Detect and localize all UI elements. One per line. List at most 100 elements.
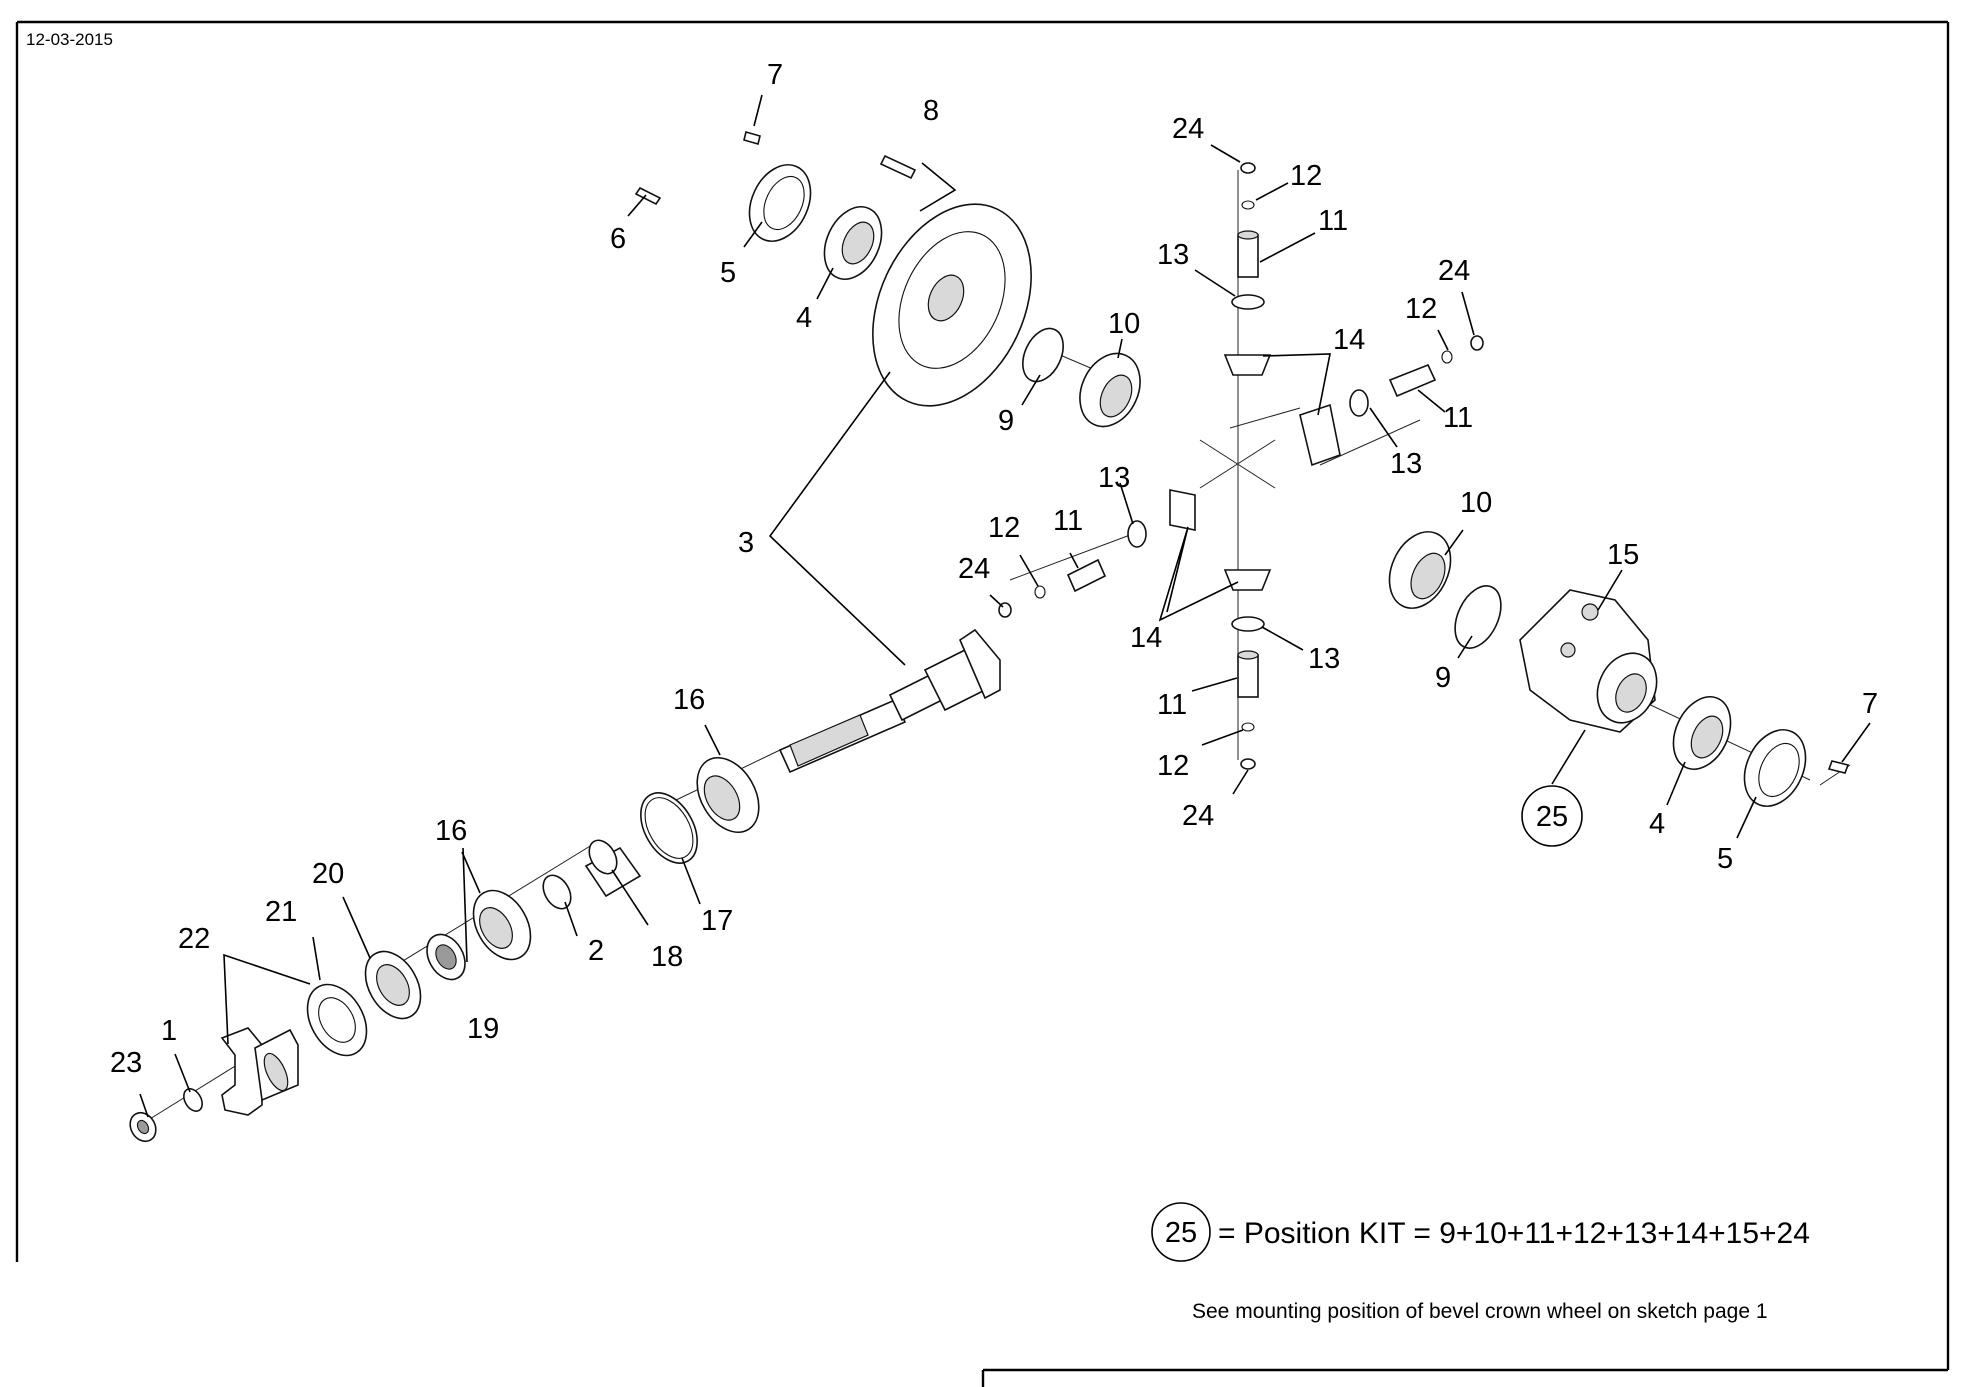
part-6-screw	[634, 186, 662, 206]
part-4-taper-bearing-upper	[823, 206, 883, 280]
callout-21: 21	[265, 896, 297, 928]
part-10-side-gear-lower	[1388, 531, 1452, 609]
callout-11-a: 11	[1318, 205, 1348, 237]
callout-17: 17	[701, 905, 733, 937]
part-22-flange-yoke	[220, 1027, 299, 1116]
callout-12-a: 12	[1290, 160, 1322, 192]
part-12-pin-d	[1241, 722, 1255, 732]
part-7-screw-upper	[743, 131, 761, 145]
callout-13-c: 13	[1098, 462, 1130, 494]
part-12-pin-c	[1034, 585, 1046, 599]
callout-12-d: 12	[1157, 750, 1189, 782]
kit-legend-badge-circle	[1151, 1202, 1211, 1262]
callout-11-c: 11	[1053, 505, 1083, 537]
callout-10-upper: 10	[1108, 308, 1140, 340]
leader-lines	[139, 94, 1871, 1118]
callout-11-d: 11	[1157, 689, 1187, 721]
part-12-pin-b	[1441, 350, 1453, 364]
part-14-pinion-gear-b	[1299, 403, 1341, 467]
part-14-pinion-gear-a	[1223, 354, 1272, 376]
part-16-taper-bearing-lower	[472, 889, 532, 961]
callout-1: 1	[161, 1015, 177, 1047]
part-13-thrust-washer-d	[1231, 616, 1265, 632]
part-4-taper-bearing-lower	[1672, 696, 1732, 770]
part-11-spider-shaft-c	[1066, 558, 1107, 593]
part-11-spider-shaft-b	[1388, 363, 1437, 398]
part-16-taper-bearing-upper	[696, 757, 760, 833]
callout-2: 2	[588, 935, 604, 967]
part-10-side-gear-upper	[1079, 352, 1141, 428]
callout-25-circle	[1521, 785, 1583, 847]
part-21-seal	[306, 983, 368, 1057]
part-3-bevel-crown-wheel	[872, 203, 1032, 407]
part-14-pinion-gear-d	[1223, 569, 1272, 591]
part-12-pin-a	[1241, 200, 1255, 210]
callout-7-upper: 7	[767, 59, 783, 91]
callout-9-lower: 9	[1435, 662, 1451, 694]
callout-5-upper: 5	[720, 257, 736, 289]
part-15-differential-housing	[1519, 589, 1658, 733]
part-11-spider-shaft-a	[1237, 230, 1259, 278]
callout-13-a: 13	[1157, 239, 1189, 271]
callout-20: 20	[312, 858, 344, 890]
callout-9-upper: 9	[998, 405, 1014, 437]
part-7-screw-lower	[1827, 760, 1850, 774]
callout-24-c: 24	[958, 553, 990, 585]
drawing-date: 12-03-2015	[26, 30, 113, 49]
part-20-seal-ring	[364, 950, 422, 1020]
callout-16-upper: 16	[673, 684, 705, 716]
part-24-circlip-d	[1240, 758, 1256, 770]
callout-18: 18	[651, 941, 683, 973]
part-14-pinion-gear-c	[1169, 489, 1196, 531]
callout-6: 6	[610, 223, 626, 255]
callout-3: 3	[738, 527, 754, 559]
part-13-thrust-washer-a	[1231, 294, 1265, 310]
part-9-thrust-washer-upper	[1022, 327, 1064, 383]
callout-labels: 23 1 22 21 20 16 19 2 18 17 16 3 5 4 6 7…	[110, 59, 1878, 1079]
callout-24-b: 24	[1438, 255, 1470, 287]
callout-8: 8	[923, 95, 939, 127]
part-13-thrust-washer-b	[1349, 389, 1369, 417]
callout-13-b: 13	[1390, 448, 1422, 480]
part-1-o-ring	[183, 1088, 203, 1112]
kit-legend-badge: 25	[1165, 1217, 1197, 1249]
part-23-flange-nut	[129, 1111, 157, 1143]
part-24-circlip-a	[1240, 162, 1256, 174]
part-24-circlip-b	[1470, 335, 1484, 351]
part-5-adjusting-nut-lower	[1743, 729, 1807, 807]
callout-16-lower: 16	[435, 815, 467, 847]
callout-23: 23	[110, 1047, 142, 1079]
part-17-shim-ring	[640, 792, 698, 864]
callout-25: 25	[1536, 801, 1568, 833]
callout-24-a: 24	[1172, 113, 1204, 145]
part-18-spacer-sleeve	[584, 839, 642, 898]
callout-19: 19	[467, 1013, 499, 1045]
callout-10-lower: 10	[1460, 487, 1492, 519]
mounting-note: See mounting position of bevel crown whe…	[1192, 1300, 1768, 1323]
drawing-frame	[15, 20, 1950, 1387]
part-8-bolt	[879, 154, 917, 180]
callout-5-lower: 5	[1717, 843, 1733, 875]
part-5-adjusting-nut-upper	[748, 164, 812, 242]
part-2-circlip	[542, 874, 572, 910]
callout-22: 22	[178, 923, 210, 955]
callout-15: 15	[1607, 539, 1639, 571]
callout-4-lower: 4	[1649, 808, 1665, 840]
callout-11-b: 11	[1443, 402, 1473, 434]
callout-4-upper: 4	[796, 302, 812, 334]
callout-14-a: 14	[1333, 324, 1365, 356]
callout-14-b: 14	[1130, 622, 1162, 654]
callout-7-lower: 7	[1862, 688, 1878, 720]
callout-12-b: 12	[1405, 293, 1437, 325]
part-19-slotted-nut	[426, 933, 466, 981]
part-11-spider-shaft-d	[1237, 650, 1259, 698]
callout-12-c: 12	[988, 512, 1020, 544]
callout-24-d: 24	[1182, 800, 1214, 832]
part-3-drive-pinion-shaft	[778, 628, 1001, 774]
callout-13-d: 13	[1308, 643, 1340, 675]
part-9-thrust-washer-lower	[1454, 585, 1502, 649]
part-13-thrust-washer-c	[1127, 520, 1147, 548]
kit-legend: 25 = Position KIT = 9+10+11+12+13+14+15+…	[1151, 1202, 1810, 1262]
kit-legend-text: = Position KIT = 9+10+11+12+13+14+15+24	[1218, 1217, 1810, 1250]
